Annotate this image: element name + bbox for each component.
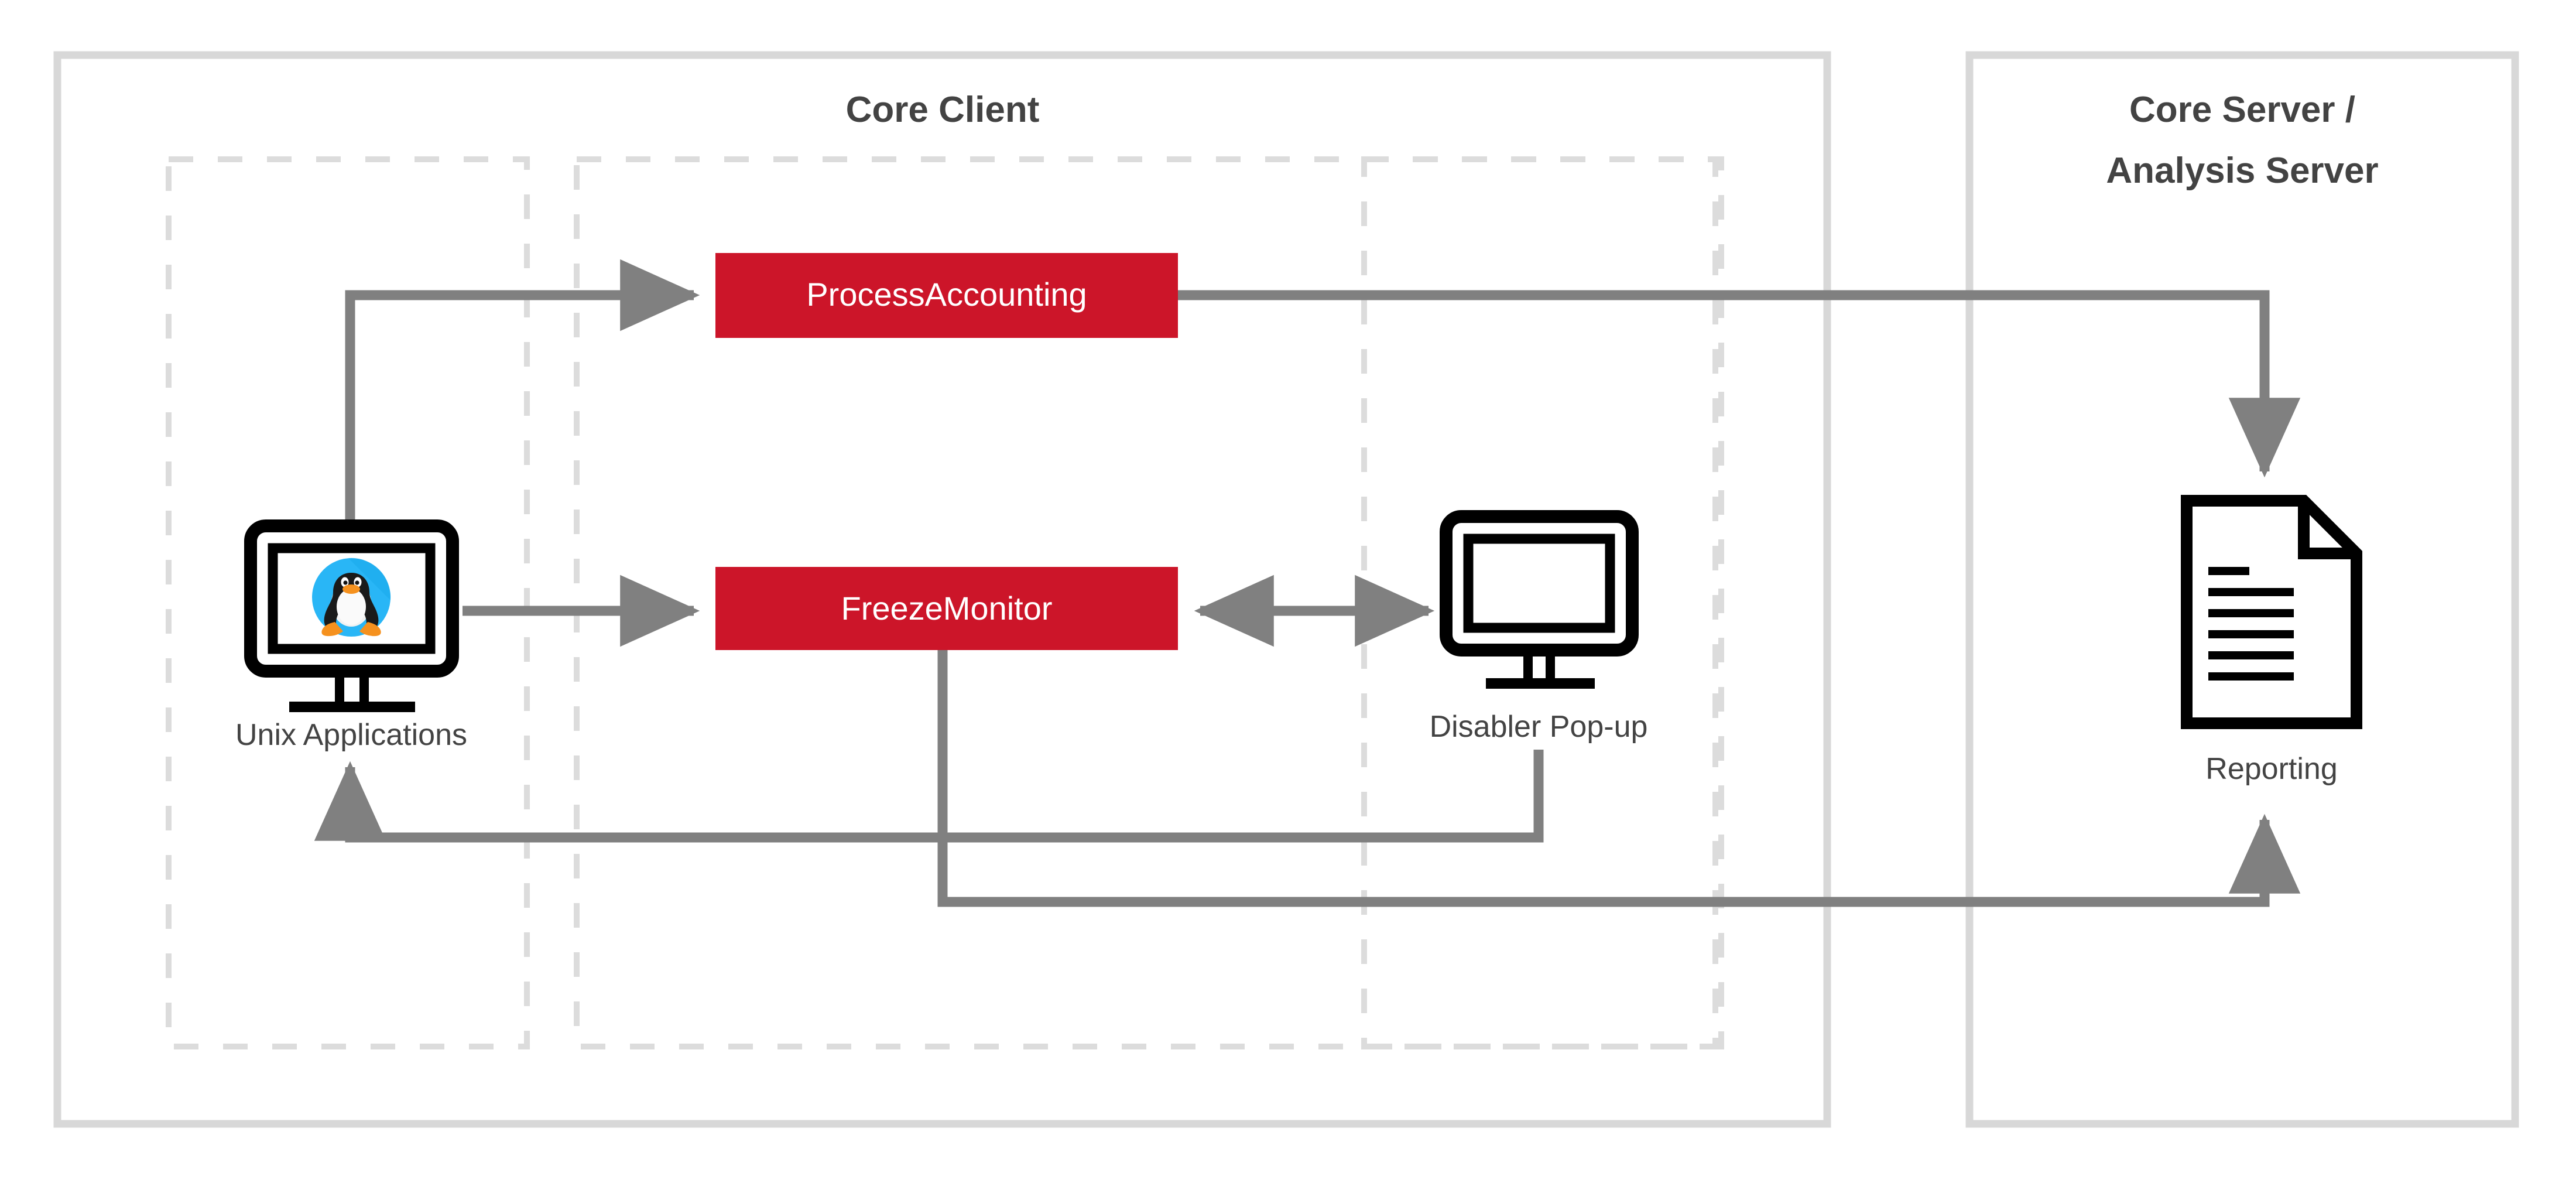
panel-core-server: Core Server / Analysis Server xyxy=(1965,51,2519,1128)
connector-layer xyxy=(314,259,2301,907)
monitor-penguin-icon xyxy=(244,519,459,712)
document-icon xyxy=(2181,495,2362,729)
lane-modules xyxy=(574,156,1724,1049)
node-process-accounting[interactable]: ProcessAccounting xyxy=(715,253,1178,338)
node-reporting[interactable]: Reporting xyxy=(2181,495,2362,786)
node-reporting-label: Reporting xyxy=(2205,752,2337,786)
node-unix-applications-label: Unix Applications xyxy=(235,718,467,752)
node-freeze-monitor-label: FreezeMonitor xyxy=(841,590,1052,627)
node-freeze-monitor[interactable]: FreezeMonitor xyxy=(715,567,1178,650)
connector-process-accounting-to-reporting xyxy=(1178,290,2301,478)
linux-penguin-icon xyxy=(312,558,391,637)
panel-core-server-title-line-2: Analysis Server xyxy=(2106,151,2378,191)
node-disabler-popup[interactable]: Disabler Pop-up xyxy=(1430,510,1648,744)
monitor-icon xyxy=(1440,510,1639,689)
node-disabler-popup-label: Disabler Pop-up xyxy=(1430,710,1648,744)
panel-core-client: Core Client xyxy=(53,51,1831,1128)
connector-apps-to-process-accounting xyxy=(345,259,700,530)
connector-freeze-monitor-to-reporting xyxy=(937,647,2301,907)
panel-core-server-title-line-1: Core Server / xyxy=(2129,90,2355,130)
panel-core-client-title: Core Client xyxy=(846,90,1040,130)
node-process-accounting-label: ProcessAccounting xyxy=(806,276,1087,313)
lane-applications xyxy=(166,156,530,1049)
node-unix-applications[interactable]: Unix Applications xyxy=(235,519,467,752)
